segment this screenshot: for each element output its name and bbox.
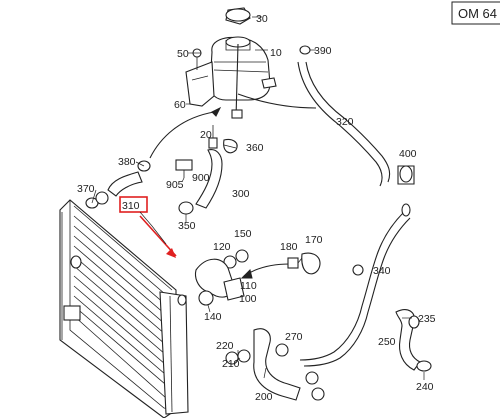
callout-300: 300: [232, 188, 250, 200]
callout-150: 150: [234, 228, 252, 240]
callout-110: 110: [240, 280, 257, 292]
callout-900: 900: [192, 172, 210, 184]
callout-400: 400: [399, 148, 417, 160]
callout-240: 240: [416, 381, 434, 393]
callout-340: 340: [373, 265, 391, 277]
callout-235: 235: [418, 313, 436, 325]
callout-310: 310: [122, 200, 140, 212]
callout-360: 360: [246, 142, 264, 154]
callout-60: 60: [174, 99, 186, 111]
callout-210: 210: [222, 358, 240, 370]
highlight-310: [119, 196, 177, 258]
callout-170: 170: [305, 234, 323, 246]
callout-270: 270: [285, 331, 303, 343]
lower-hoses: [194, 203, 432, 401]
radiator: [59, 199, 189, 418]
callout-350: 350: [178, 220, 196, 232]
callout-100: 100: [239, 293, 257, 305]
engine-badge: OM 64: [451, 1, 500, 25]
upper-hoses: [85, 138, 238, 215]
callout-120: 120: [213, 241, 231, 253]
callout-20: 20: [200, 129, 212, 141]
callout-370: 370: [77, 183, 95, 195]
callout-140: 140: [204, 311, 222, 323]
callout-50: 50: [177, 48, 189, 60]
callout-10: 10: [270, 47, 282, 59]
callout-905: 905: [166, 179, 184, 191]
callout-380: 380: [118, 156, 136, 168]
callout-320: 320: [336, 116, 354, 128]
callout-200: 200: [255, 391, 273, 403]
engine-badge-label: OM 64: [458, 6, 497, 21]
callout-220: 220: [216, 340, 234, 352]
vent-line: [149, 111, 215, 159]
callout-30: 30: [256, 13, 268, 25]
callout-390: 390: [314, 45, 332, 57]
callout-180: 180: [280, 241, 298, 253]
overflow-line: [237, 93, 317, 109]
callout-250: 250: [378, 336, 396, 348]
leader-lines: [91, 16, 425, 380]
